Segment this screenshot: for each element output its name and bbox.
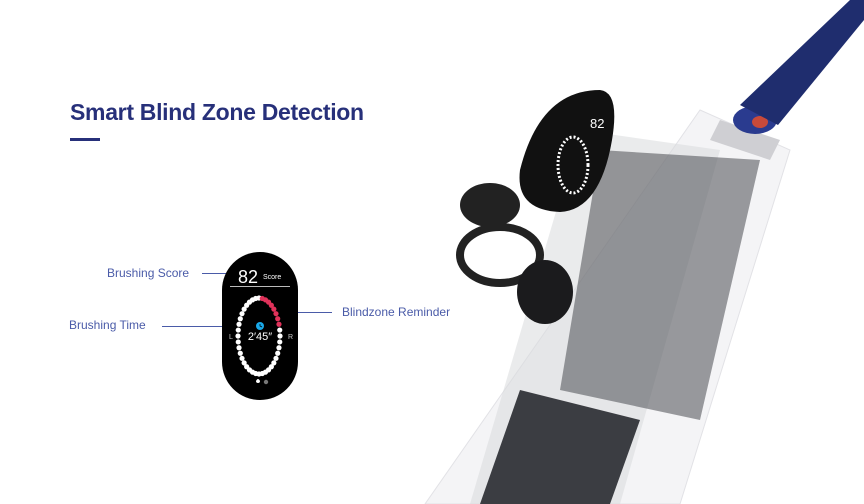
tooth — [271, 306, 277, 312]
tooth — [239, 355, 245, 361]
tooth — [275, 350, 281, 356]
tooth — [277, 333, 283, 339]
title-underline — [70, 138, 100, 141]
teeth-map — [235, 295, 283, 385]
tooth — [236, 321, 242, 327]
tooth — [241, 306, 247, 312]
left-marker: L — [229, 334, 233, 341]
tooth — [277, 339, 283, 345]
tooth — [236, 345, 242, 351]
page-title: Smart Blind Zone Detection — [70, 99, 364, 125]
svg-text:82: 82 — [590, 116, 604, 131]
tooth — [244, 364, 250, 370]
tooth — [239, 311, 245, 317]
score-value: 82 — [238, 267, 259, 287]
tooth — [235, 327, 241, 333]
tooth — [237, 350, 243, 356]
blindzone-leader — [282, 312, 332, 313]
brushing-time-value: 2′45″ — [247, 331, 273, 343]
score-unit: Score — [263, 274, 282, 281]
tooth — [268, 302, 274, 308]
brushing-time-label: Brushing Time — [69, 318, 146, 332]
tooth — [241, 360, 247, 366]
tooth — [276, 345, 282, 351]
tooth — [275, 316, 281, 322]
blindzone-reminder-label: Blindzone Reminder — [342, 305, 451, 319]
brushing-time-leader — [162, 326, 255, 327]
brushing-score-label: Brushing Score — [107, 266, 190, 280]
drop-icon — [256, 379, 260, 383]
detached-display-module: 82 — [456, 90, 615, 324]
tooth — [237, 316, 243, 322]
tooth — [253, 295, 259, 302]
right-marker: R — [288, 334, 294, 341]
display-screen: 82 Score 2′45″ L R — [222, 252, 298, 400]
tooth — [273, 311, 279, 317]
tooth — [235, 339, 241, 345]
tooth — [235, 333, 241, 339]
tooth — [276, 321, 282, 327]
brushing-score-leader — [202, 273, 230, 274]
tooth — [273, 355, 279, 361]
page-dot — [263, 379, 269, 385]
tooth — [271, 360, 277, 366]
score-divider — [230, 286, 290, 287]
tooth — [277, 327, 283, 333]
